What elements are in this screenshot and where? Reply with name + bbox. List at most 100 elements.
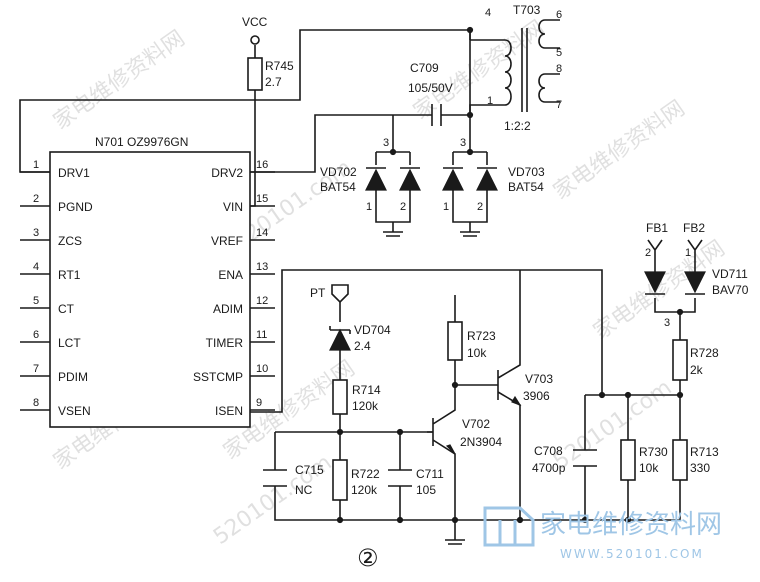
- junction-dot: [598, 391, 606, 399]
- fb1-pin: 2: [645, 247, 651, 259]
- vd711-ref: VD711: [712, 267, 748, 281]
- logo-mark-stripes: [498, 520, 517, 545]
- ic-pins: 1DRV12PGND3ZCS4RT15CT6LCT7PDIM8VSEN16DRV…: [20, 159, 275, 418]
- r723-value: 10k: [467, 346, 487, 360]
- site-logo: 家电维修资料网 WWW.520101.COM: [483, 506, 722, 561]
- pin-name: ENA: [218, 268, 243, 282]
- resistor-r723: R723 10k: [447, 321, 496, 361]
- pin-number: 4: [33, 261, 39, 273]
- c709-plates: [431, 104, 442, 126]
- vd703-pin-1: 1: [443, 201, 449, 213]
- pin-name: DRV1: [58, 166, 90, 180]
- r722-body: [332, 459, 348, 501]
- vd703-part: BAT54: [508, 180, 544, 194]
- t703-pin-8: 8: [556, 63, 562, 75]
- junction-dot: [451, 381, 459, 389]
- resistor-r713: R713 330: [672, 439, 719, 481]
- v703-emitter-arrow: [511, 395, 522, 407]
- t703-pin-4: 4: [485, 7, 491, 19]
- capacitor-c708: C708 4700p: [532, 444, 597, 475]
- vd703-diode-a: [442, 168, 464, 191]
- pin-name: ZCS: [58, 234, 82, 248]
- junction-dot: [624, 391, 632, 399]
- ground-icon: [383, 231, 403, 237]
- junction-dot: [466, 111, 474, 119]
- pt-arrow-icon: [331, 284, 349, 304]
- junction-dot: [676, 308, 684, 316]
- vd702-part: BAT54: [320, 180, 356, 194]
- pin-number: 1: [33, 159, 39, 171]
- pin-number: 11: [256, 329, 267, 341]
- ic-pin-left: 5CT: [20, 295, 75, 316]
- vd711-pin: 3: [664, 317, 670, 329]
- r723-body: [447, 321, 463, 361]
- c715-ref: C715: [295, 463, 324, 477]
- vd704-value: 2.4: [354, 339, 371, 353]
- pin-name: PDIM: [58, 370, 88, 384]
- c709-ref: C709: [410, 61, 439, 75]
- t703-pin-7: 7: [556, 99, 562, 111]
- v702-part: 2N3904: [460, 435, 502, 449]
- ground-icon: [460, 231, 480, 237]
- wire-c715: [274, 432, 602, 521]
- junction-dot: [516, 516, 524, 524]
- r723-ref: R723: [467, 329, 496, 343]
- wire-vd702: [375, 151, 411, 232]
- vd711-diode-a: [644, 271, 666, 294]
- capacitor-c709: C709 105/50V: [408, 61, 453, 126]
- junction-dot: [676, 391, 684, 399]
- r730-ref: R730: [639, 445, 668, 459]
- wire-c709-t703: [441, 104, 505, 116]
- ic-n701: N701 OZ9976GN 1DRV12PGND3ZCS4RT15CT6LCT7…: [20, 135, 275, 428]
- junction-dot: [581, 516, 589, 524]
- pin-name: CT: [58, 302, 75, 316]
- vd711-part: BAV70: [712, 283, 749, 297]
- pin-number: 16: [256, 159, 268, 171]
- pin-name: LCT: [58, 336, 81, 350]
- pt-label: PT: [310, 286, 326, 300]
- r713-body: [672, 439, 688, 481]
- watermark-url: 520101.com: [549, 375, 676, 475]
- logo-url: WWW.520101.COM: [560, 547, 704, 561]
- vd704-diode: [329, 328, 351, 351]
- pin-name: VREF: [211, 234, 243, 248]
- junction-dot: [336, 428, 344, 436]
- transformer-t703: T703 1:2:2 4 1 6 5 8 7: [485, 3, 562, 133]
- pin-number: 3: [33, 227, 39, 239]
- v703-ref: V703: [525, 372, 553, 386]
- wire-vd711: [654, 260, 696, 313]
- t703-ref: T703: [513, 3, 541, 17]
- vd702-diode-a: [365, 168, 387, 191]
- r714-value: 120k: [352, 399, 379, 413]
- c711-plates: [388, 469, 412, 487]
- transistor-v703: V703 3906: [511, 372, 553, 407]
- junction-dot: [466, 148, 474, 156]
- r713-ref: R713: [690, 445, 719, 459]
- pin-name: RT1: [58, 268, 81, 282]
- wire-v703: [497, 270, 521, 520]
- wire-v702: [427, 385, 456, 520]
- vd703-pin-3: 3: [460, 137, 466, 149]
- transistor-v702: V702 2N3904: [445, 417, 502, 455]
- wire-vd703: [452, 151, 488, 232]
- resistor-r745: R745 2.7: [247, 57, 294, 91]
- pin-number: 7: [33, 363, 39, 375]
- t703-core: [521, 28, 528, 112]
- v702-emitter-arrow: [445, 444, 456, 455]
- vd704-ref: VD704: [354, 323, 391, 337]
- junction-dot: [396, 428, 404, 436]
- pin-number: 2: [33, 193, 39, 205]
- c711-value: 105: [416, 483, 436, 497]
- c708-plates: [573, 449, 597, 467]
- pin-name: DRV2: [211, 166, 243, 180]
- r745-value: 2.7: [265, 75, 282, 89]
- capacitor-c715: C715 NC: [263, 463, 324, 497]
- pin-name: VIN: [223, 200, 243, 214]
- watermark-text: 家电维修资料网: [49, 26, 190, 135]
- c709-value: 105/50V: [408, 81, 453, 95]
- pin-number: 6: [33, 329, 39, 341]
